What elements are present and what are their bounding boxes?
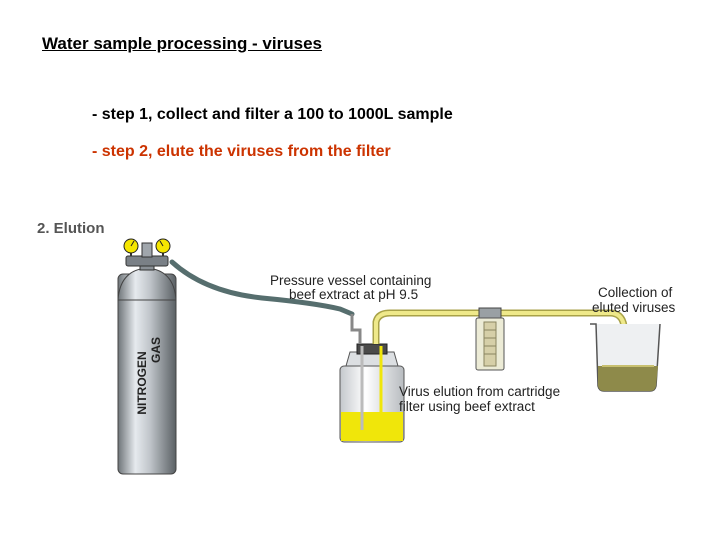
section-label: 2. Elution — [37, 220, 105, 237]
elution-label-1: Virus elution from cartridge — [399, 384, 560, 399]
collection-beaker — [590, 323, 661, 392]
vessel-fitting — [350, 314, 362, 344]
collection-label-2: eluted viruses — [592, 300, 676, 315]
pressure-vessel-label-2: beef extract at pH 9.5 — [289, 287, 418, 302]
step-1-text: - step 1, collect and filter a 100 to 10… — [92, 106, 453, 123]
step-2-text: - step 2, elute the viruses from the fil… — [92, 143, 391, 160]
collection-label-1: Collection of — [598, 285, 673, 300]
gas-hose — [169, 259, 355, 317]
pressure-gauge-icon — [123, 238, 171, 254]
slide-title: Water sample processing - viruses — [42, 34, 322, 53]
pressure-vessel-label-1: Pressure vessel containing — [270, 273, 431, 288]
tank-label-line1: NITROGEN — [135, 351, 149, 414]
pressure-vessel — [339, 343, 405, 443]
elution-label-2: filter using beef extract — [399, 399, 535, 414]
nitrogen-cylinder: NITROGEN GAS — [117, 242, 177, 475]
cartridge-filter — [475, 307, 505, 371]
tank-label-line2: GAS — [149, 337, 163, 363]
